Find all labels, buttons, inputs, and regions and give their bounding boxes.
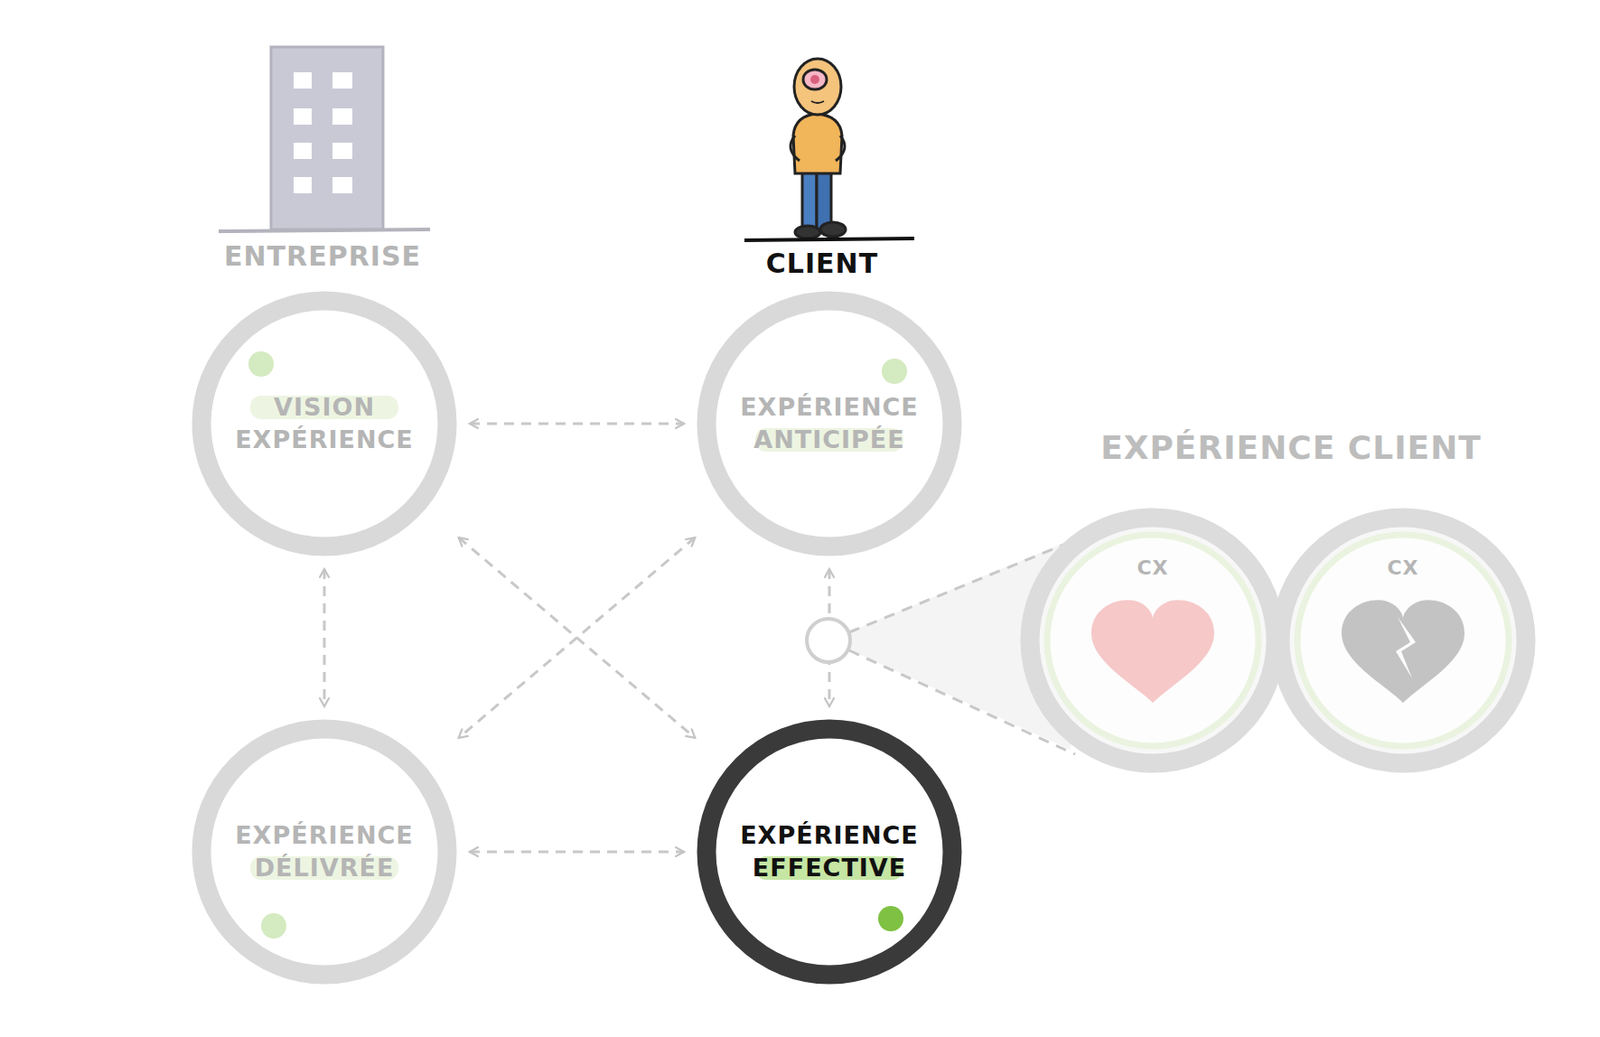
circle-label: EXPÉRIENCE ANTICIPÉE xyxy=(725,391,934,457)
cx-label: CX xyxy=(1136,552,1169,585)
dashed-arrow xyxy=(469,422,684,426)
building-icon xyxy=(218,46,431,232)
client-figure xyxy=(744,58,915,241)
circle-label: EXPÉRIENCE DÉLIVRÉE xyxy=(220,819,429,885)
experience-circle: EXPÉRIENCE ANTICIPÉE xyxy=(696,290,963,557)
group-label: CLIENT xyxy=(766,247,879,280)
experience-circle: VISION EXPÉRIENCE xyxy=(191,290,458,557)
dashed-arrow xyxy=(323,569,327,707)
section-label: EXPÉRIENCE CLIENT xyxy=(1100,429,1482,467)
circle-shape xyxy=(1019,507,1286,774)
dashed-arrow xyxy=(469,851,684,854)
circle-label: EXPÉRIENCE EFFECTIVE xyxy=(725,819,934,885)
circle-shape xyxy=(696,290,963,557)
cx-circle: CX xyxy=(1019,507,1286,774)
experience-circle: EXPÉRIENCE EFFECTIVE xyxy=(696,719,963,985)
cx-circle: CX xyxy=(1270,507,1536,774)
dashed-arrow xyxy=(458,537,696,739)
junction-circle xyxy=(806,618,851,663)
cx-label: CX xyxy=(1386,552,1419,585)
circle-shape xyxy=(696,719,963,985)
group-label: ENTREPRISE xyxy=(224,240,422,272)
experience-circle: EXPÉRIENCE DÉLIVRÉE xyxy=(191,719,458,985)
dashed-arrow xyxy=(458,537,696,739)
circle-shape xyxy=(191,719,458,985)
circle-shape xyxy=(191,290,458,557)
circle-shape xyxy=(1270,507,1536,774)
circle-label: VISION EXPÉRIENCE xyxy=(220,391,429,457)
